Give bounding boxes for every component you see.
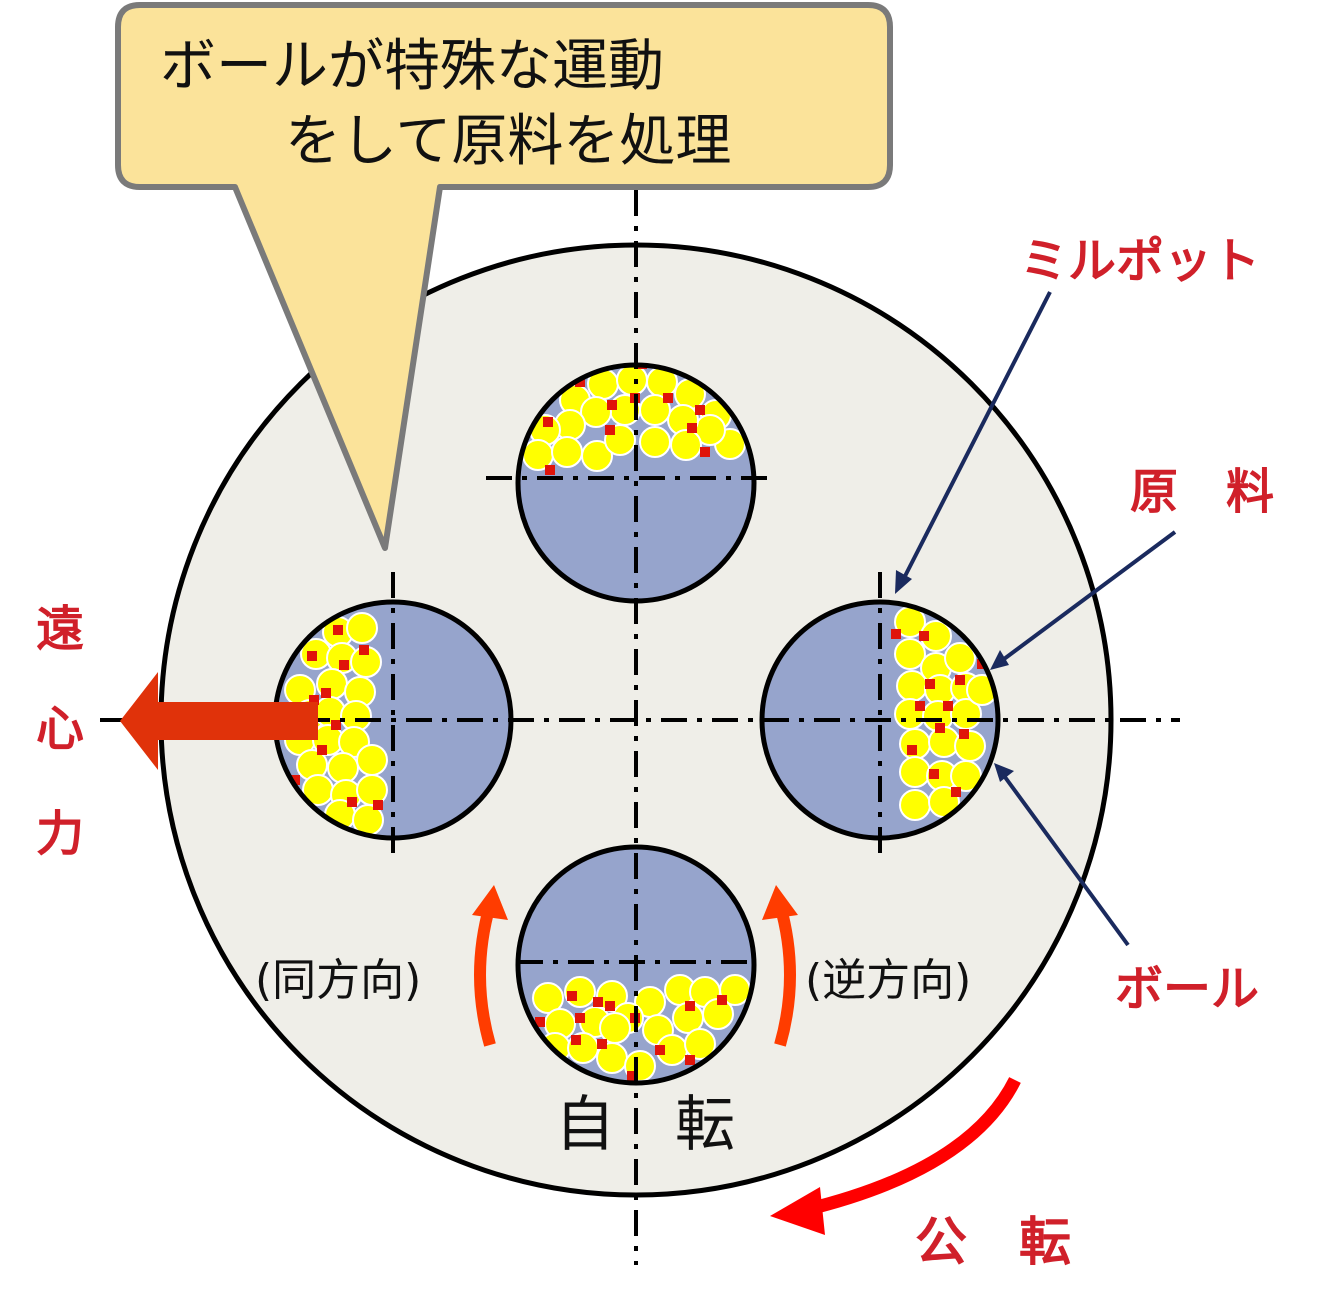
ball bbox=[346, 612, 378, 644]
label-centrifugal-2: 心 bbox=[36, 701, 84, 757]
material-particle bbox=[915, 701, 925, 711]
material-particle bbox=[685, 1001, 695, 1011]
ball bbox=[327, 752, 359, 784]
callout-line-1: ボールが特殊な運動 bbox=[160, 34, 664, 99]
material-particle bbox=[685, 1055, 695, 1065]
material-particle bbox=[567, 991, 577, 1001]
label-revolution: 公 転 bbox=[915, 1213, 1071, 1273]
ball bbox=[356, 744, 388, 776]
material-particle bbox=[687, 423, 697, 433]
material-particle bbox=[935, 723, 945, 733]
ball bbox=[944, 642, 976, 674]
rotation-arrow-right bbox=[774, 903, 796, 1047]
ball bbox=[599, 1012, 631, 1044]
material-particle bbox=[545, 465, 555, 475]
label-centrifugal-3: 力 bbox=[36, 806, 84, 862]
ball bbox=[950, 760, 982, 792]
leader-heads bbox=[895, 570, 1014, 782]
material-particle bbox=[605, 425, 615, 435]
callout-bubble: ボールが特殊な運動 をして原料を処理 bbox=[115, 2, 893, 551]
material-particle bbox=[347, 797, 357, 807]
ball bbox=[532, 982, 564, 1014]
label-same-direction: (同方向) bbox=[255, 955, 421, 1006]
material-particle bbox=[593, 997, 603, 1007]
balls-top bbox=[522, 365, 746, 475]
material-particle bbox=[307, 651, 317, 661]
material-particle bbox=[919, 631, 929, 641]
material-particle bbox=[695, 405, 705, 415]
material-particle bbox=[535, 1017, 545, 1027]
material-particle bbox=[339, 660, 349, 670]
rotation-arrow-right-head bbox=[762, 885, 798, 920]
material-particle bbox=[317, 745, 327, 755]
material-particle bbox=[951, 787, 961, 797]
ball bbox=[896, 670, 928, 702]
material-particle bbox=[309, 695, 319, 705]
rotation-arrow-left bbox=[474, 903, 496, 1047]
ball bbox=[616, 365, 648, 396]
material-particle bbox=[925, 679, 935, 689]
material-particle bbox=[373, 800, 383, 810]
material-particle bbox=[907, 745, 917, 755]
material-particle bbox=[597, 1039, 607, 1049]
callout-line-2: をして原料を処理 bbox=[285, 109, 731, 174]
material-particle bbox=[605, 1001, 615, 1011]
ball bbox=[551, 436, 583, 468]
rotation-arrow-left-head bbox=[472, 885, 508, 920]
leader-lines bbox=[900, 291, 1177, 947]
material-particle bbox=[333, 625, 343, 635]
material-particle bbox=[655, 1045, 665, 1055]
center-lines bbox=[100, 190, 1180, 1265]
label-rotation: 自 転 bbox=[555, 1090, 735, 1160]
material-particle bbox=[717, 995, 727, 1005]
ball bbox=[639, 426, 671, 458]
label-reverse-direction: (逆方向) bbox=[805, 955, 971, 1006]
material-particle bbox=[543, 417, 553, 427]
label-mill-pot: ミルポット bbox=[1020, 233, 1260, 289]
ball bbox=[684, 1028, 716, 1060]
ball bbox=[899, 789, 931, 821]
material-particle bbox=[331, 720, 341, 730]
revolution-arrow-head bbox=[770, 1187, 825, 1235]
material-particle bbox=[607, 400, 617, 410]
material-particle bbox=[663, 393, 673, 403]
ball bbox=[580, 396, 612, 428]
material-particle bbox=[700, 447, 710, 457]
material-particle bbox=[575, 377, 585, 387]
ball bbox=[899, 756, 931, 788]
material-particle bbox=[955, 675, 965, 685]
balls-left bbox=[284, 612, 388, 836]
material-particle bbox=[929, 769, 939, 779]
ball bbox=[581, 440, 613, 472]
ball bbox=[894, 638, 926, 670]
material-particle bbox=[290, 775, 300, 785]
label-centrifugal-1: 遠 bbox=[36, 601, 84, 657]
ball bbox=[670, 429, 702, 461]
label-material: 原 料 bbox=[1130, 464, 1274, 520]
material-particle bbox=[627, 1071, 637, 1081]
material-particle bbox=[943, 701, 953, 711]
centrifugal-force-arrow bbox=[120, 672, 318, 770]
material-particle bbox=[575, 1013, 585, 1023]
material-particle bbox=[891, 629, 901, 639]
material-particle bbox=[959, 729, 969, 739]
material-particle bbox=[321, 688, 331, 698]
label-ball: ボール bbox=[1115, 961, 1259, 1017]
revolution-arrow bbox=[803, 1077, 1021, 1217]
material-particle bbox=[359, 645, 369, 655]
material-particle bbox=[571, 1035, 581, 1045]
